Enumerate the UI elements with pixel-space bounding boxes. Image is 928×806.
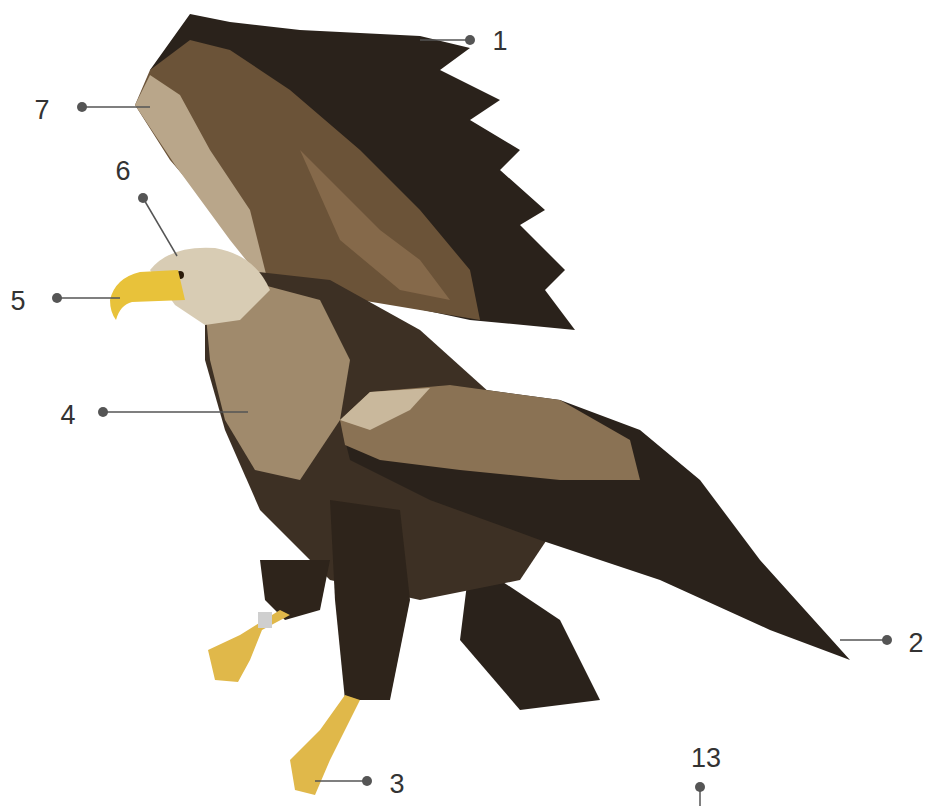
callout-number: 2: [908, 630, 923, 657]
callout-number: 7: [34, 97, 49, 124]
foot: [208, 610, 290, 682]
leader-dot: [362, 776, 372, 786]
leader-dot: [695, 782, 705, 792]
leader-dot: [138, 193, 148, 203]
leader-dot: [98, 407, 108, 417]
leader-line: [143, 198, 177, 256]
beak: [110, 270, 185, 320]
callout-number: 4: [60, 402, 75, 429]
leader-dot: [52, 293, 62, 303]
leg-ring: [258, 612, 272, 628]
foot: [290, 695, 360, 795]
callout-number: 3: [389, 771, 404, 798]
leader-line: [57, 297, 120, 299]
callout-number: 6: [115, 158, 130, 185]
callout-number: 13: [691, 745, 721, 772]
leader-dot: [882, 635, 892, 645]
leader-line: [420, 39, 470, 41]
lower-wing-edge: [340, 388, 430, 430]
leader-line: [82, 106, 150, 108]
leader-line: [315, 780, 367, 782]
callout-number: 1: [492, 28, 507, 55]
leg-feathers: [260, 560, 330, 620]
lower-wing-coverts: [340, 385, 640, 480]
leader-dot: [465, 35, 475, 45]
leader-line: [103, 411, 248, 413]
leg-feathers: [330, 500, 410, 700]
leader-line: [840, 639, 887, 641]
lower-wing-primaries: [340, 385, 850, 660]
leader-dot: [77, 102, 87, 112]
callout-number: 5: [10, 288, 25, 315]
wing-feathers: [300, 150, 450, 300]
